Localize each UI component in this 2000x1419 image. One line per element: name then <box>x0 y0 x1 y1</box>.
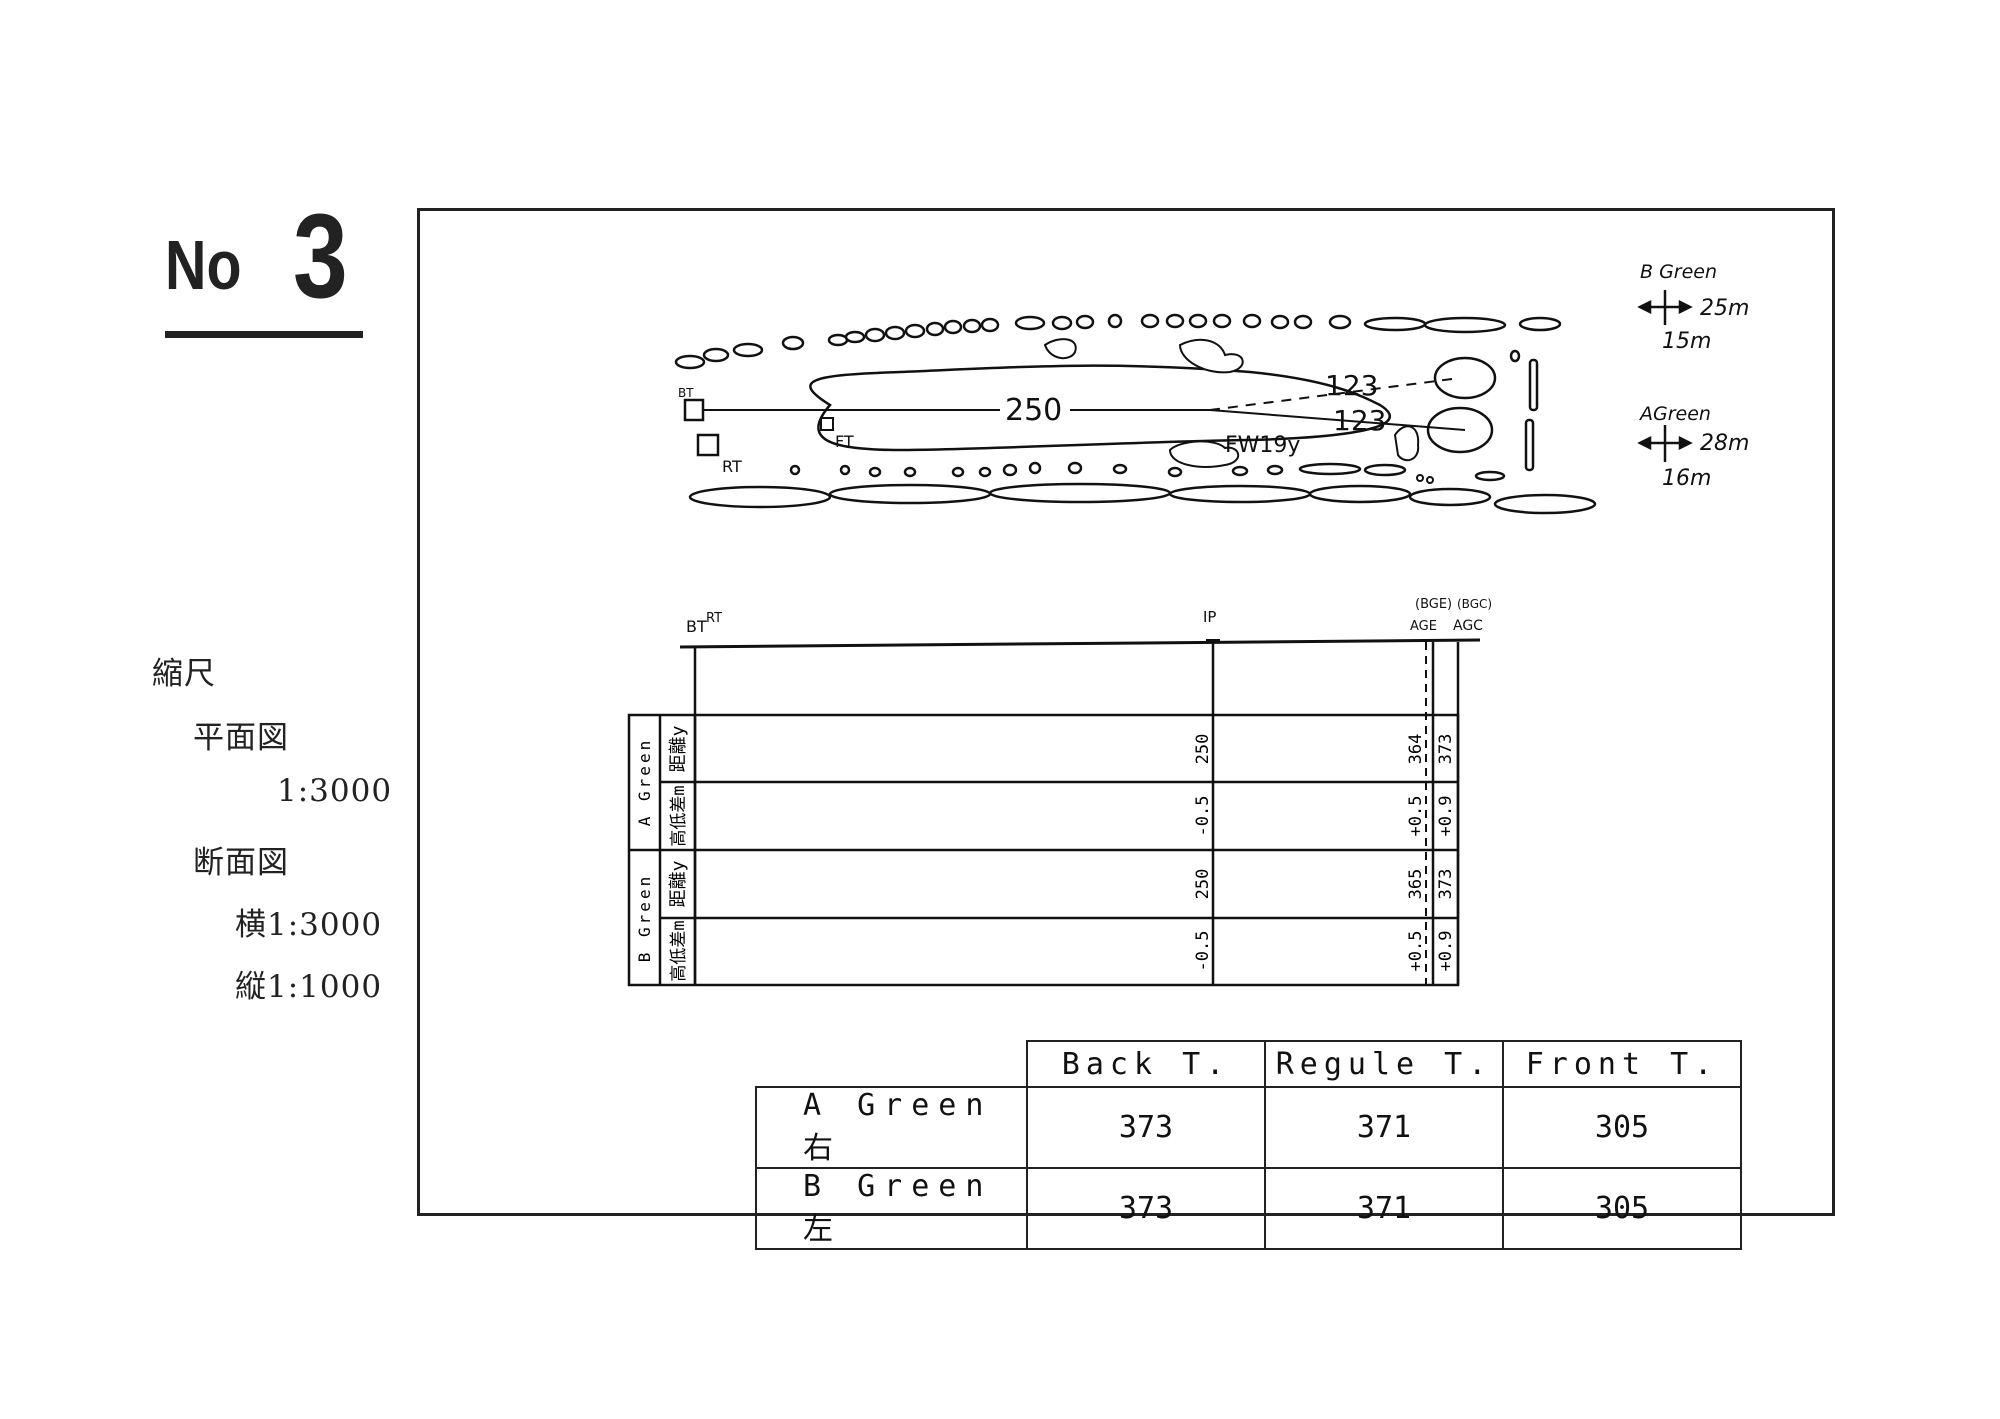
plan-ft-label: FT <box>835 432 854 451</box>
plan-view-ratio: 1:3000 <box>277 773 393 809</box>
b-green-width: 15m <box>1662 329 1711 354</box>
profile-bge-label: (BGE) <box>1415 597 1452 612</box>
back-tee <box>683 398 705 422</box>
profile-bgc-label: (BGC) <box>1457 597 1492 611</box>
a-green-elev-agc: +0.9 <box>1436 796 1456 837</box>
plan-distance-250: 250 <box>1005 393 1062 428</box>
b-green-line <box>1209 377 1461 411</box>
bunkers <box>1043 338 1420 468</box>
b-green-elev-bgc: +0.9 <box>1436 931 1456 972</box>
plan-bt-label: BT <box>678 386 694 400</box>
tree-cluster-green <box>1416 474 1434 484</box>
b-green-front-yards: 305 <box>1502 1167 1742 1250</box>
row-label-b-green: B Green 左 <box>755 1167 1028 1250</box>
section-vertical-scale: 縦1:1000 <box>235 969 383 1005</box>
b-green-regular-yards: 371 <box>1264 1167 1504 1250</box>
row-label-a-green: A Green 右 <box>755 1086 1028 1169</box>
plan-distance-b-green: 123 <box>1325 369 1378 402</box>
fairway-width-label: FW19y <box>1225 433 1300 458</box>
a-green-dist-agc: 373 <box>1436 734 1456 765</box>
yardage-corner <box>756 1041 1028 1088</box>
b-green-back-yards: 373 <box>1026 1167 1266 1250</box>
b-green-depth: 25m <box>1700 296 1749 321</box>
b-green-size-arrows <box>1637 290 1693 325</box>
header-regular-tee: Regule T. <box>1264 1040 1504 1088</box>
a-green-group-label: A Green <box>635 738 654 826</box>
hole-number: No 3 <box>165 189 363 338</box>
profile-rt-label: RT <box>706 611 722 626</box>
b-green-dist-bgc: 373 <box>1436 869 1456 900</box>
b-green-distance-label: 距離y <box>668 860 689 907</box>
header-back-tee: Back T. <box>1026 1040 1266 1088</box>
a-green-regular-yards: 371 <box>1264 1086 1504 1169</box>
plan-distance-a-green: 123 <box>1333 404 1386 437</box>
header-front-tee: Front T. <box>1502 1040 1742 1088</box>
a-green <box>1426 406 1494 454</box>
hole-number-value: 3 <box>293 189 348 323</box>
a-green-size-arrows <box>1637 425 1693 462</box>
a-green-front-yards: 305 <box>1502 1086 1742 1169</box>
profile-bt-label: BT <box>686 617 707 636</box>
a-green-elevation-label: 高低差m <box>669 785 689 846</box>
b-green-elev-ip: -0.5 <box>1193 931 1213 972</box>
b-green-group-label: B Green <box>635 874 654 962</box>
a-green-depth: 28m <box>1700 431 1749 456</box>
a-green-elev-age: +0.5 <box>1406 796 1426 837</box>
a-green-dist-ip: 250 <box>1193 734 1213 765</box>
profile-ground-line <box>679 638 1481 649</box>
profile-table-grid <box>627 713 1460 987</box>
plan-view-label: 平面図 <box>193 720 289 756</box>
a-green-label: AGreen <box>1638 403 1711 425</box>
scale-title: 縮尺 <box>152 656 216 692</box>
tree-line-right <box>1509 349 1539 472</box>
profile-age-label: AGE <box>1410 619 1437 634</box>
a-green-back-yards: 373 <box>1026 1086 1266 1169</box>
b-green-dist-bge: 365 <box>1406 869 1426 900</box>
a-green-distance-label: 距離y <box>668 725 689 772</box>
b-green-elevation-label: 高低差m <box>669 920 689 981</box>
tree-line-bottom <box>688 461 1597 515</box>
profile-ip-label: IP <box>1203 608 1216 626</box>
b-green <box>1433 356 1497 400</box>
section-horizontal-scale: 横1:3000 <box>235 907 383 943</box>
yardage-row-b-green: B Green 左 373 371 305 <box>755 1167 1742 1250</box>
profile-agc-label: AGC <box>1453 618 1483 634</box>
front-tee <box>820 417 834 431</box>
hole-number-label: No <box>165 226 242 304</box>
section-view-label: 断面図 <box>193 845 289 881</box>
a-green-elev-ip: -0.5 <box>1193 796 1213 837</box>
fairway <box>809 364 1391 452</box>
b-green-elev-bge: +0.5 <box>1406 931 1426 972</box>
hole-number-underline <box>165 331 363 338</box>
plan-rt-label: RT <box>722 457 742 476</box>
b-green-label: B Green <box>1640 261 1717 283</box>
a-green-width: 16m <box>1662 466 1711 491</box>
yardage-table: Back T. Regule T. Front T. A Green 右 373… <box>755 1040 1742 1250</box>
regular-tee <box>696 433 720 457</box>
a-green-line <box>1209 409 1466 431</box>
tree-line-top <box>674 313 1562 370</box>
a-green-dist-age: 364 <box>1406 734 1426 765</box>
yardage-header-row: Back T. Regule T. Front T. <box>756 1040 1742 1088</box>
yardage-row-a-green: A Green 右 373 371 305 <box>755 1086 1742 1169</box>
b-green-dist-ip: 250 <box>1193 869 1213 900</box>
